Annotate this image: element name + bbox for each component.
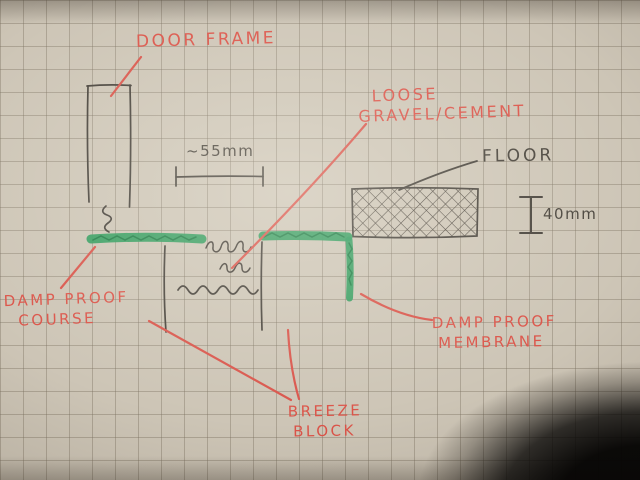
dpm-label: DAMP PROOF MEMBRANE bbox=[432, 311, 558, 353]
loose-gravel-label: LOOSE GRAVEL/CEMENT bbox=[357, 81, 526, 127]
floor-depth-dimension-line bbox=[519, 196, 543, 234]
floor-label: FLOOR bbox=[481, 145, 555, 167]
loose-gravel-pointer bbox=[230, 122, 368, 270]
breeze-block-label-line2: BLOCK bbox=[293, 421, 357, 441]
floor-pointer bbox=[398, 160, 478, 191]
dpc-label: DAMP PROOF COURSE bbox=[3, 287, 129, 331]
gravel-scribble bbox=[205, 240, 252, 273]
dpm-label-line1: DAMP PROOF bbox=[431, 311, 557, 333]
breeze-block-walls bbox=[163, 241, 263, 333]
dpc-strip-left bbox=[86, 232, 207, 244]
door-frame-pointer bbox=[109, 55, 143, 98]
door-frame-label: DOOR FRAME bbox=[135, 28, 277, 52]
breeze-block-label: BREEZE BLOCK bbox=[288, 400, 363, 441]
gap-dimension-label: ~55mm bbox=[186, 142, 255, 160]
floor-depth-label: 40mm bbox=[543, 205, 598, 223]
floor-slab bbox=[351, 186, 479, 239]
dpm-label-line2: MEMBRANE bbox=[438, 332, 545, 352]
gap-dimension-line bbox=[175, 166, 264, 187]
dpc-pointer bbox=[59, 245, 97, 290]
dpm-strip bbox=[345, 236, 354, 302]
dpc-strip-right bbox=[258, 230, 353, 242]
door-frame-drawing bbox=[86, 84, 132, 233]
breeze-block-pointer-left bbox=[147, 319, 293, 402]
breeze-block-label-line1: BREEZE bbox=[287, 401, 363, 421]
breeze-block-pointer-right bbox=[286, 328, 301, 401]
dpm-pointer bbox=[359, 292, 434, 322]
